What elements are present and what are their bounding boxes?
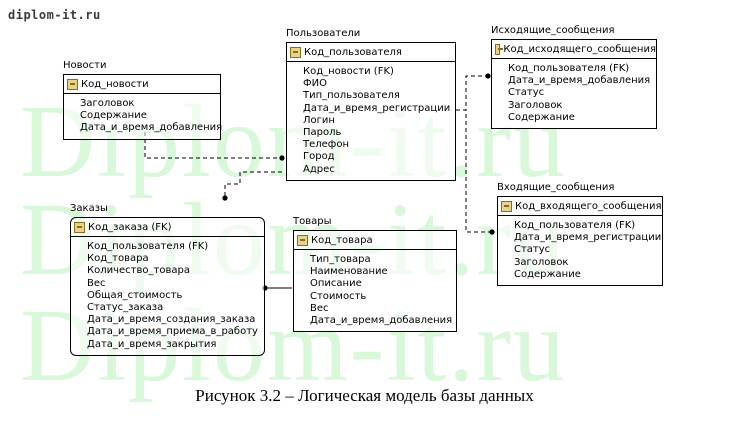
attribute: Пароль bbox=[303, 127, 342, 139]
entity-orders: Заказы Код_заказа (FK) Код_пользователя … bbox=[70, 203, 265, 356]
site-label: diplom-it.ru bbox=[8, 8, 101, 22]
primary-key: Код_товара bbox=[311, 234, 373, 246]
entity-title: Заказы bbox=[70, 203, 108, 214]
entity-title: Товары bbox=[293, 216, 332, 227]
attribute: Статус bbox=[514, 244, 551, 256]
entity-outgoing-messages: Исходящие_сообщения Код_исходящего_сообщ… bbox=[491, 25, 657, 130]
primary-key: Код_входящего_сообщения bbox=[515, 200, 662, 212]
attribute: Содержание bbox=[508, 111, 575, 123]
key-icon bbox=[297, 234, 308, 246]
attribute: Код_новости (FK) bbox=[303, 66, 394, 77]
attribute: Дата_и_время_регистрации bbox=[514, 232, 662, 244]
primary-key: Код_исходящего_сообщения bbox=[503, 43, 656, 55]
primary-key-row: Код_заказа (FK) bbox=[71, 218, 264, 237]
attribute: Логин bbox=[303, 114, 335, 126]
entity-incoming-messages: Входящие_сообщения Код_входящего_сообщен… bbox=[497, 182, 663, 287]
primary-key-row: Код_исходящего_сообщения bbox=[492, 40, 656, 59]
attribute: Код_товара bbox=[87, 253, 149, 265]
key-icon bbox=[501, 200, 512, 212]
attribute-list: Тип_товара Наименование Описание Стоимос… bbox=[294, 250, 456, 331]
attribute: Описание bbox=[310, 278, 362, 290]
primary-key: Код_пользователя bbox=[304, 46, 402, 58]
key-icon bbox=[290, 46, 301, 58]
key-icon bbox=[67, 78, 78, 90]
attribute: Дата_и_время_регистрации bbox=[303, 102, 451, 114]
attribute-list: Код_пользователя (FK) Дата_и_время_добав… bbox=[492, 59, 656, 128]
link-users-orders bbox=[224, 171, 282, 198]
attribute: Заголовок bbox=[508, 99, 563, 111]
link-dot bbox=[222, 195, 228, 201]
entity-title: Пользователи bbox=[286, 28, 361, 39]
link-news-users bbox=[144, 132, 282, 159]
link-dot bbox=[279, 155, 285, 161]
attribute: Код_пользователя (FK) bbox=[508, 63, 630, 74]
attribute: ФИО bbox=[303, 78, 327, 90]
primary-key-row: Код_пользователя bbox=[287, 43, 455, 62]
attribute: Дата_и_время_приема_в_работу bbox=[87, 326, 258, 338]
attribute: Дата_и_время_добавления bbox=[310, 315, 453, 327]
link-users-incoming bbox=[456, 109, 492, 233]
attribute: Статус bbox=[508, 87, 545, 99]
attribute: Телефон bbox=[303, 139, 350, 151]
entity-goods: Товары Код_товара Тип_товара Наименовани… bbox=[293, 216, 457, 333]
entity-title: Исходящие_сообщения bbox=[491, 25, 615, 36]
primary-key-row: Код_новости bbox=[64, 75, 220, 94]
attribute: Адрес bbox=[303, 163, 335, 175]
attribute: Количество_товара bbox=[87, 265, 190, 277]
primary-key-row: Код_товара bbox=[294, 231, 456, 250]
attribute: Вес bbox=[310, 302, 329, 314]
attribute: Содержание bbox=[80, 110, 147, 122]
primary-key-row: Код_входящего_сообщения bbox=[498, 197, 662, 216]
attribute: Заголовок bbox=[514, 256, 569, 268]
attribute-list: Код_новости (FK) ФИО Тип_пользователя Да… bbox=[287, 62, 455, 180]
attribute: Код_пользователя (FK) bbox=[87, 241, 209, 252]
attribute: Город bbox=[303, 151, 335, 163]
attribute: Дата_и_время_добавления bbox=[508, 75, 651, 87]
attribute-list: Заголовок Содержание Дата_и_время_добавл… bbox=[64, 94, 223, 139]
link-users-outgoing bbox=[456, 75, 488, 111]
attribute: Тип_товара bbox=[310, 254, 371, 265]
attribute: Вес bbox=[87, 277, 106, 289]
entity-news: Новости Код_новости Заголовок Содержание… bbox=[63, 60, 223, 140]
primary-key: Код_новости bbox=[81, 78, 149, 90]
entity-users: Пользователи Код_пользователя Код_новост… bbox=[286, 28, 456, 181]
attribute: Код_пользователя (FK) bbox=[514, 220, 636, 231]
key-icon bbox=[495, 43, 504, 55]
link-dot bbox=[489, 229, 495, 235]
attribute-list: Код_пользователя (FK) Код_товара Количес… bbox=[71, 237, 264, 355]
attribute: Тип_пользователя bbox=[303, 90, 400, 102]
attribute: Дата_и_время_добавления bbox=[80, 122, 223, 134]
attribute: Статус_заказа bbox=[87, 302, 164, 314]
attribute: Содержание bbox=[514, 268, 581, 280]
figure-caption: Рисунок 3.2 – Логическая модель базы дан… bbox=[195, 386, 534, 405]
entity-title: Входящие_сообщения bbox=[497, 182, 615, 193]
primary-key: Код_заказа (FK) bbox=[88, 221, 172, 233]
attribute: Дата_и_время_создания_заказа bbox=[87, 314, 256, 326]
attribute: Наименование bbox=[310, 266, 388, 278]
link-dot bbox=[485, 73, 491, 79]
attribute-list: Код_пользователя (FK) Дата_и_время_регис… bbox=[498, 216, 662, 285]
entity-title: Новости bbox=[63, 60, 107, 71]
attribute: Общая_стоимость bbox=[87, 289, 183, 301]
attribute: Дата_и_время_закрытия bbox=[87, 338, 217, 350]
attribute: Стоимость bbox=[310, 290, 367, 302]
attribute: Заголовок bbox=[80, 98, 135, 109]
key-icon bbox=[74, 221, 85, 233]
